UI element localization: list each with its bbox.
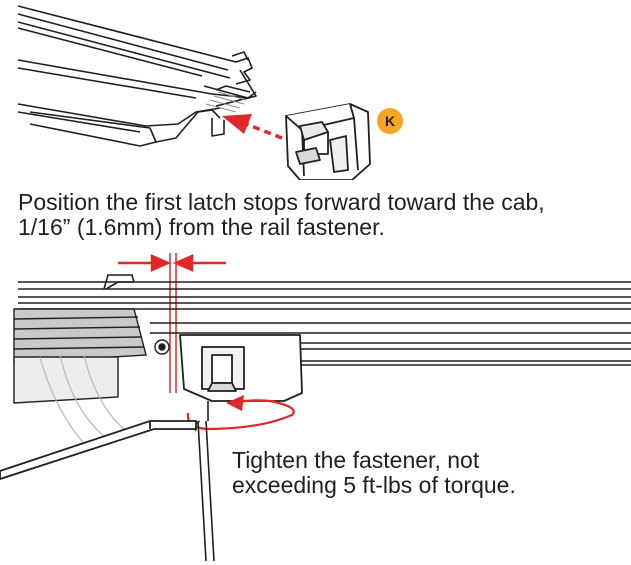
insert-arrow-head: [222, 114, 252, 134]
step-2-line-1: Tighten the fastener, not: [232, 447, 480, 473]
gap-marker: [118, 254, 226, 272]
fastener: [154, 339, 170, 355]
rail-profile: [17, 5, 257, 147]
rail-texture: [205, 91, 247, 113]
bed-wall: [0, 420, 197, 480]
cover-arc: [39, 354, 125, 451]
rail-latch-diagram: [17, 5, 371, 180]
insert-arrow: [245, 122, 283, 140]
wrench-shaft: [197, 401, 215, 562]
rail-fastener-diagram: [0, 253, 631, 562]
callout-badge-k: K: [377, 108, 403, 134]
cover-panel: [13, 308, 147, 404]
step-1-line-1: Position the first latch stops forward t…: [18, 189, 545, 215]
step-1-instruction: Position the first latch stops forward t…: [18, 190, 545, 240]
step-2-instruction: Tighten the fastener, not exceeding 5 ft…: [232, 448, 516, 498]
torque-arrow-head: [226, 395, 244, 411]
latch-stop: [285, 103, 371, 180]
step-1-line-2: 1/16” (1.6mm) from the rail fastener.: [18, 214, 385, 240]
latch-stop-installed: [179, 334, 303, 402]
step-2-line-2: exceeding 5 ft-lbs of torque.: [232, 472, 516, 498]
rail: [18, 274, 631, 366]
